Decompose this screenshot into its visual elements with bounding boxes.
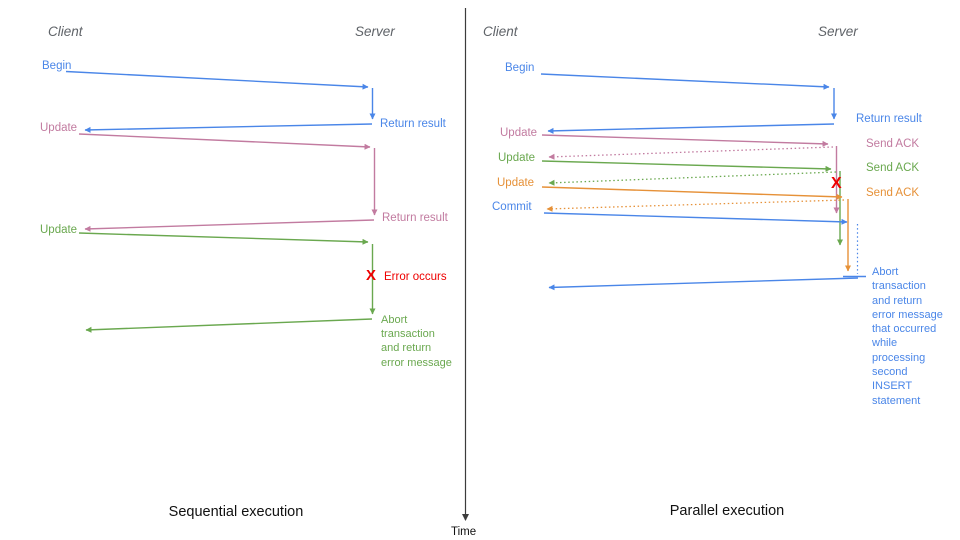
seq-begin-return-label: Return result — [380, 118, 446, 130]
seq-update1-return-line — [84, 219, 375, 232]
seq-client-header: Client — [48, 24, 83, 39]
seq-begin-label: Begin — [42, 60, 72, 72]
seq-error-label: Error occurs — [384, 271, 447, 283]
par-begin-request-line — [540, 73, 830, 90]
par-update1-ack-line — [548, 146, 834, 160]
par-update2-label: Update — [498, 152, 536, 164]
par-commit-label: Commit — [492, 201, 532, 213]
par-begin-return-line — [547, 123, 835, 134]
seq-server-header: Server — [355, 24, 395, 39]
par-update1-request-line — [541, 134, 829, 147]
par-abort-note: Abort transaction and return error messa… — [872, 266, 943, 407]
par-error-x-icon: X — [831, 175, 842, 192]
seq-update2-label: Update — [40, 224, 78, 236]
seq-begin-return-line — [84, 123, 373, 133]
seq-begin-request-line — [65, 70, 369, 90]
par-update2-ack-label: Send ACK — [866, 162, 920, 174]
par-update2-request-line — [541, 160, 832, 172]
par-commit-request-line — [543, 212, 848, 225]
seq-caption: Sequential execution — [168, 504, 304, 520]
seq-abort-return-line — [85, 318, 373, 333]
par-begin-label: Begin — [505, 62, 535, 74]
seq-abort-note: Abort transaction and return error messa… — [381, 314, 452, 369]
par-update2-ack-line — [548, 171, 837, 186]
seq-update1-return-label: Return result — [382, 212, 448, 224]
par-caption: Parallel execution — [669, 503, 785, 519]
par-update3-ack-label: Send ACK — [866, 187, 920, 199]
seq-error-x-icon: X — [366, 267, 377, 284]
seq-update1-label: Update — [40, 122, 78, 134]
par-client-header: Client — [483, 24, 518, 39]
par-update3-ack-line — [546, 199, 845, 212]
seq-update1-request-line — [78, 133, 371, 150]
time-axis-label: Time — [451, 526, 477, 538]
par-update3-label: Update — [497, 177, 535, 189]
par-update1-ack-label: Send ACK — [866, 138, 920, 150]
par-begin-return-label: Return result — [856, 113, 922, 125]
par-update3-request-line — [541, 186, 843, 200]
par-update1-label: Update — [500, 127, 538, 139]
seq-update2-request-line — [78, 232, 369, 245]
par-abort-return-line — [548, 277, 859, 291]
par-server-header: Server — [818, 24, 858, 39]
